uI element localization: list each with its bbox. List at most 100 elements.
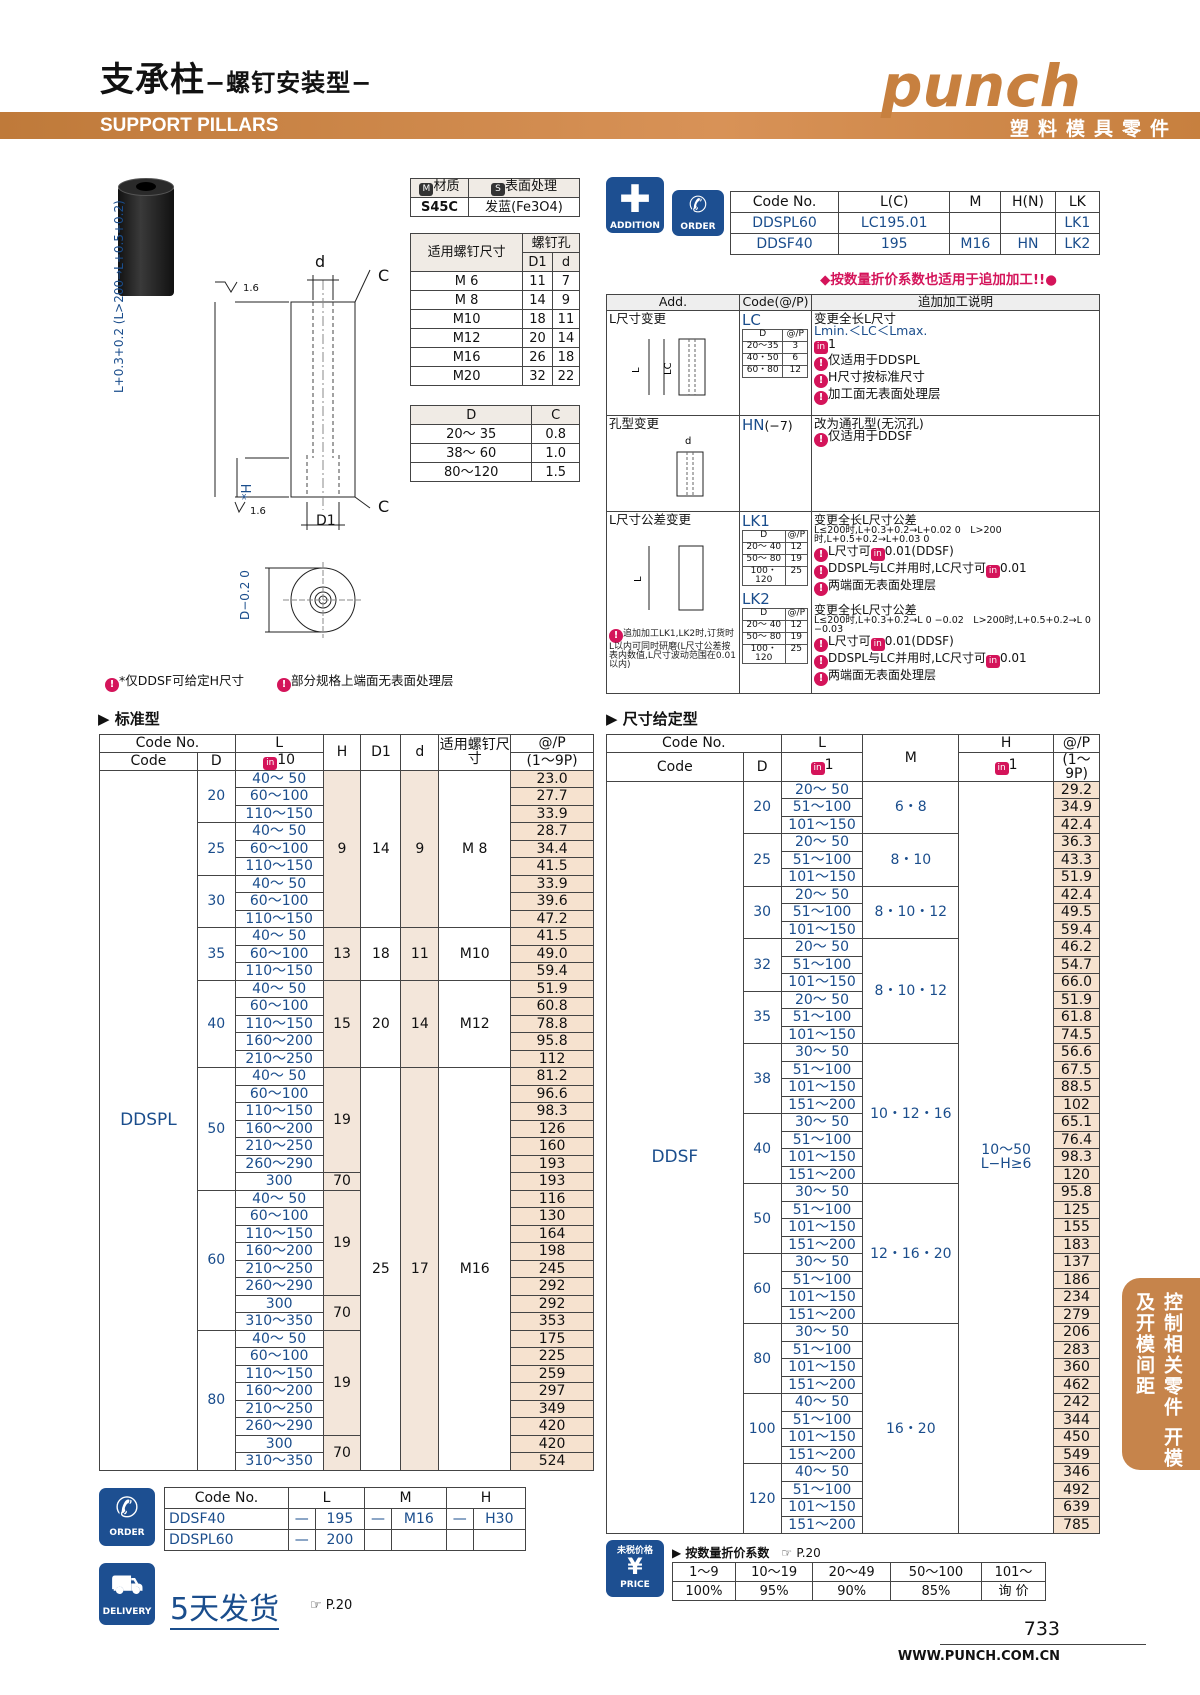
- price-cell: 33.9: [510, 804, 594, 823]
- l-cell: 51～100: [780, 1008, 864, 1027]
- mini-cell: 3: [782, 340, 808, 354]
- d-cell: 50: [742, 1183, 782, 1254]
- l-cell: 40～ 50: [234, 979, 324, 998]
- mini-cell: 100・120: [742, 643, 786, 664]
- side-tab[interactable]: 控制相关零件 开模及开模间距: [1122, 1278, 1200, 1470]
- code-cell: DDSPL: [99, 769, 198, 1471]
- product-photo: [118, 178, 174, 298]
- rate-cell: 100%: [672, 1581, 736, 1601]
- brand-tagline: 塑料模具零件: [1009, 118, 1178, 140]
- rate-cell: 95%: [734, 1581, 814, 1601]
- mini-head: D: [741, 328, 784, 342]
- d-cell: 100: [742, 1393, 782, 1464]
- screw-cell: 9: [551, 290, 581, 310]
- l-cell: 310～350: [234, 1452, 324, 1471]
- l-cell: 160～200: [234, 1382, 324, 1401]
- price-cell: 39.6: [510, 892, 594, 911]
- l-cell: 30～ 50: [780, 1183, 864, 1202]
- price-cell: 353: [510, 1312, 594, 1331]
- l-cell: 40～ 50: [780, 1463, 864, 1482]
- l-cell: 51～100: [780, 1480, 864, 1499]
- l-cell: 60～100: [234, 787, 324, 806]
- mini-cell: 100・120: [742, 565, 786, 586]
- roughness-label-2: 1.6: [250, 506, 266, 517]
- top-view-drawing: [265, 562, 363, 638]
- mini-cell: 12: [784, 541, 809, 555]
- price-cell: 164: [510, 1224, 594, 1243]
- spec-cell: 13: [322, 927, 362, 981]
- price-cell: 41.5: [510, 927, 594, 946]
- price-cell: 46.2: [1053, 938, 1100, 957]
- price-cell: 102: [1053, 1095, 1100, 1114]
- l-cell: 260～290: [234, 1277, 324, 1296]
- price-cell: 360: [1053, 1358, 1100, 1377]
- chamfer-cell: 1.0: [531, 443, 580, 463]
- d-cell: 40: [742, 1113, 782, 1184]
- price-cell: 96.6: [510, 1084, 594, 1103]
- l-cell: 151～200: [780, 1375, 864, 1394]
- mini-cell: 25: [784, 565, 809, 586]
- price-cell: 98.3: [510, 1102, 594, 1121]
- svg-text:L: L: [631, 367, 642, 373]
- d-cell: 40: [196, 979, 236, 1068]
- l-cell: 60～100: [234, 1084, 324, 1103]
- m-cell: 8・10・12: [862, 885, 960, 939]
- spec-cell: M10: [438, 927, 512, 981]
- l-cell: 101～150: [780, 1288, 864, 1307]
- l-cell: 300: [234, 1294, 324, 1313]
- price-cell: 492: [1053, 1480, 1100, 1499]
- price-cell: 27.7: [510, 787, 594, 806]
- d-cell: 80: [196, 1329, 236, 1471]
- price-cell: 42.4: [1053, 815, 1100, 834]
- screw-cell: 18: [551, 347, 581, 367]
- price-cell: 279: [1053, 1305, 1100, 1324]
- price-cell: 346: [1053, 1463, 1100, 1482]
- l-cell: 20～ 50: [780, 938, 864, 957]
- price-cell: 98.3: [1053, 1148, 1100, 1167]
- price-cell: 59.4: [1053, 920, 1100, 939]
- screw-cell: 22: [551, 366, 581, 386]
- mini-cell: 40・50: [741, 352, 784, 366]
- rate-cell: 85%: [889, 1581, 983, 1601]
- lk-drawing: L: [633, 545, 704, 611]
- screw-cell: 14: [551, 328, 581, 348]
- m-cell: 12・16・20: [862, 1183, 960, 1324]
- price-cell: 225: [510, 1347, 594, 1366]
- screw-cell: 14: [522, 290, 553, 310]
- screw-cell: M12: [409, 328, 524, 348]
- price-cell: 51.9: [510, 979, 594, 998]
- m-cell: 8・10: [862, 833, 960, 887]
- l-cell: 51～100: [780, 1130, 864, 1149]
- m-cell: 6・8: [862, 780, 960, 834]
- mini-cell: 20～35: [741, 340, 784, 354]
- l-cell: 51～100: [780, 903, 864, 922]
- l-cell: 30～ 50: [780, 1323, 864, 1342]
- h-cell: 19: [322, 1189, 362, 1296]
- l-cell: 101～150: [780, 1025, 864, 1044]
- svg-text:LC: LC: [663, 362, 674, 375]
- d-cell: 20: [196, 769, 236, 823]
- mini-head: D: [742, 607, 786, 621]
- d-cell: 80: [742, 1323, 782, 1394]
- price-cell: 160: [510, 1137, 594, 1156]
- price-cell: 524: [510, 1452, 594, 1471]
- mini-cell: 19: [784, 631, 809, 645]
